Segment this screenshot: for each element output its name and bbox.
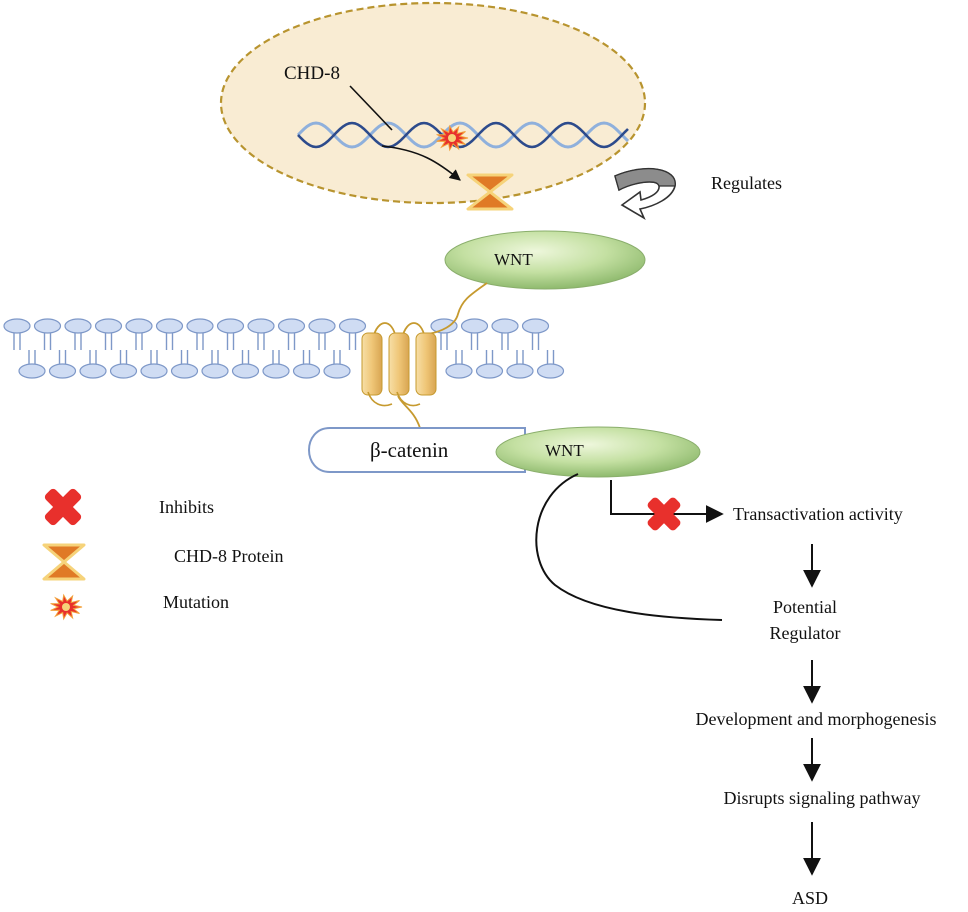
inhibit-x-icon	[647, 497, 681, 531]
beta-catenin-label: β-catenin	[370, 438, 449, 462]
disrupts-signaling-label: Disrupts signaling pathway	[723, 788, 921, 808]
wnt-receptor-tether	[427, 282, 488, 335]
lipid-head	[338, 318, 367, 334]
wnt-ligand	[444, 230, 646, 290]
wnt-complex-ellipse	[495, 426, 701, 478]
potential-regulator-line1: Potential	[773, 597, 837, 617]
expression-arrow	[381, 145, 461, 181]
lipid-head	[3, 318, 31, 334]
lipid-head	[308, 318, 336, 334]
lipid-head	[277, 318, 306, 334]
nucleus	[219, 1, 647, 205]
lipid-head	[292, 363, 321, 379]
lipid-head	[247, 318, 275, 334]
lipid-head	[506, 363, 534, 379]
legend-chd8-protein-icon	[42, 543, 86, 581]
legend-inhibits-label: Inhibits	[159, 497, 215, 517]
frizzled-receptor	[361, 322, 437, 407]
potential-regulator-line2: Regulator	[769, 623, 841, 643]
lipid-head	[521, 318, 550, 334]
asd-label: ASD	[791, 888, 829, 908]
development-morphogenesis-label: Development and morphogenesis	[695, 709, 937, 729]
lipid-head	[125, 318, 153, 334]
dna-helix	[296, 121, 630, 149]
wnt-complex-label: WNT	[545, 441, 584, 460]
gene-pointer-line	[349, 85, 393, 131]
lipid-head	[79, 363, 107, 379]
lipid-head	[216, 318, 245, 334]
lipid-head	[48, 363, 77, 379]
lipid-head	[491, 318, 519, 334]
beta-catenin-shape	[308, 427, 526, 473]
lipid-head	[201, 363, 229, 379]
transactivation-arrow	[610, 480, 724, 523]
lipid-head	[155, 318, 184, 334]
lipid-head	[94, 318, 123, 334]
lipid-head	[64, 318, 92, 334]
transactivation-activity-label: Transactivation activity	[733, 504, 903, 524]
receptor-catenin-tether	[397, 395, 421, 429]
lipid-head	[231, 363, 260, 379]
lipid-head	[33, 318, 62, 334]
lipid-head	[460, 318, 489, 334]
lipid-head	[475, 363, 504, 379]
lipid-head	[323, 363, 351, 379]
lipid-head	[18, 363, 46, 379]
lipid-head	[170, 363, 199, 379]
lipid-head	[536, 363, 565, 379]
legend-chd8-protein-label: CHD-8 Protein	[174, 546, 284, 566]
chd8-protein-icon	[466, 173, 514, 211]
regulates-label: Regulates	[711, 173, 782, 193]
lipid-head	[430, 318, 458, 334]
wnt-ligand-label: WNT	[494, 250, 533, 269]
regulator-connector-curve	[535, 473, 723, 621]
lipid-head	[262, 363, 290, 379]
lipid-head	[445, 363, 473, 379]
lipid-head	[140, 363, 168, 379]
mutation-burst-icon	[436, 124, 469, 152]
legend-inhibit-x-icon	[44, 488, 82, 526]
cell-membrane	[3, 318, 565, 379]
lipid-head	[109, 363, 138, 379]
chd8-gene-label: CHD-8	[284, 63, 340, 84]
legend-mutation-label: Mutation	[163, 592, 229, 612]
lipid-head	[186, 318, 214, 334]
legend-mutation-burst-icon	[50, 593, 83, 621]
regulates-curved-arrow-icon	[614, 167, 676, 220]
